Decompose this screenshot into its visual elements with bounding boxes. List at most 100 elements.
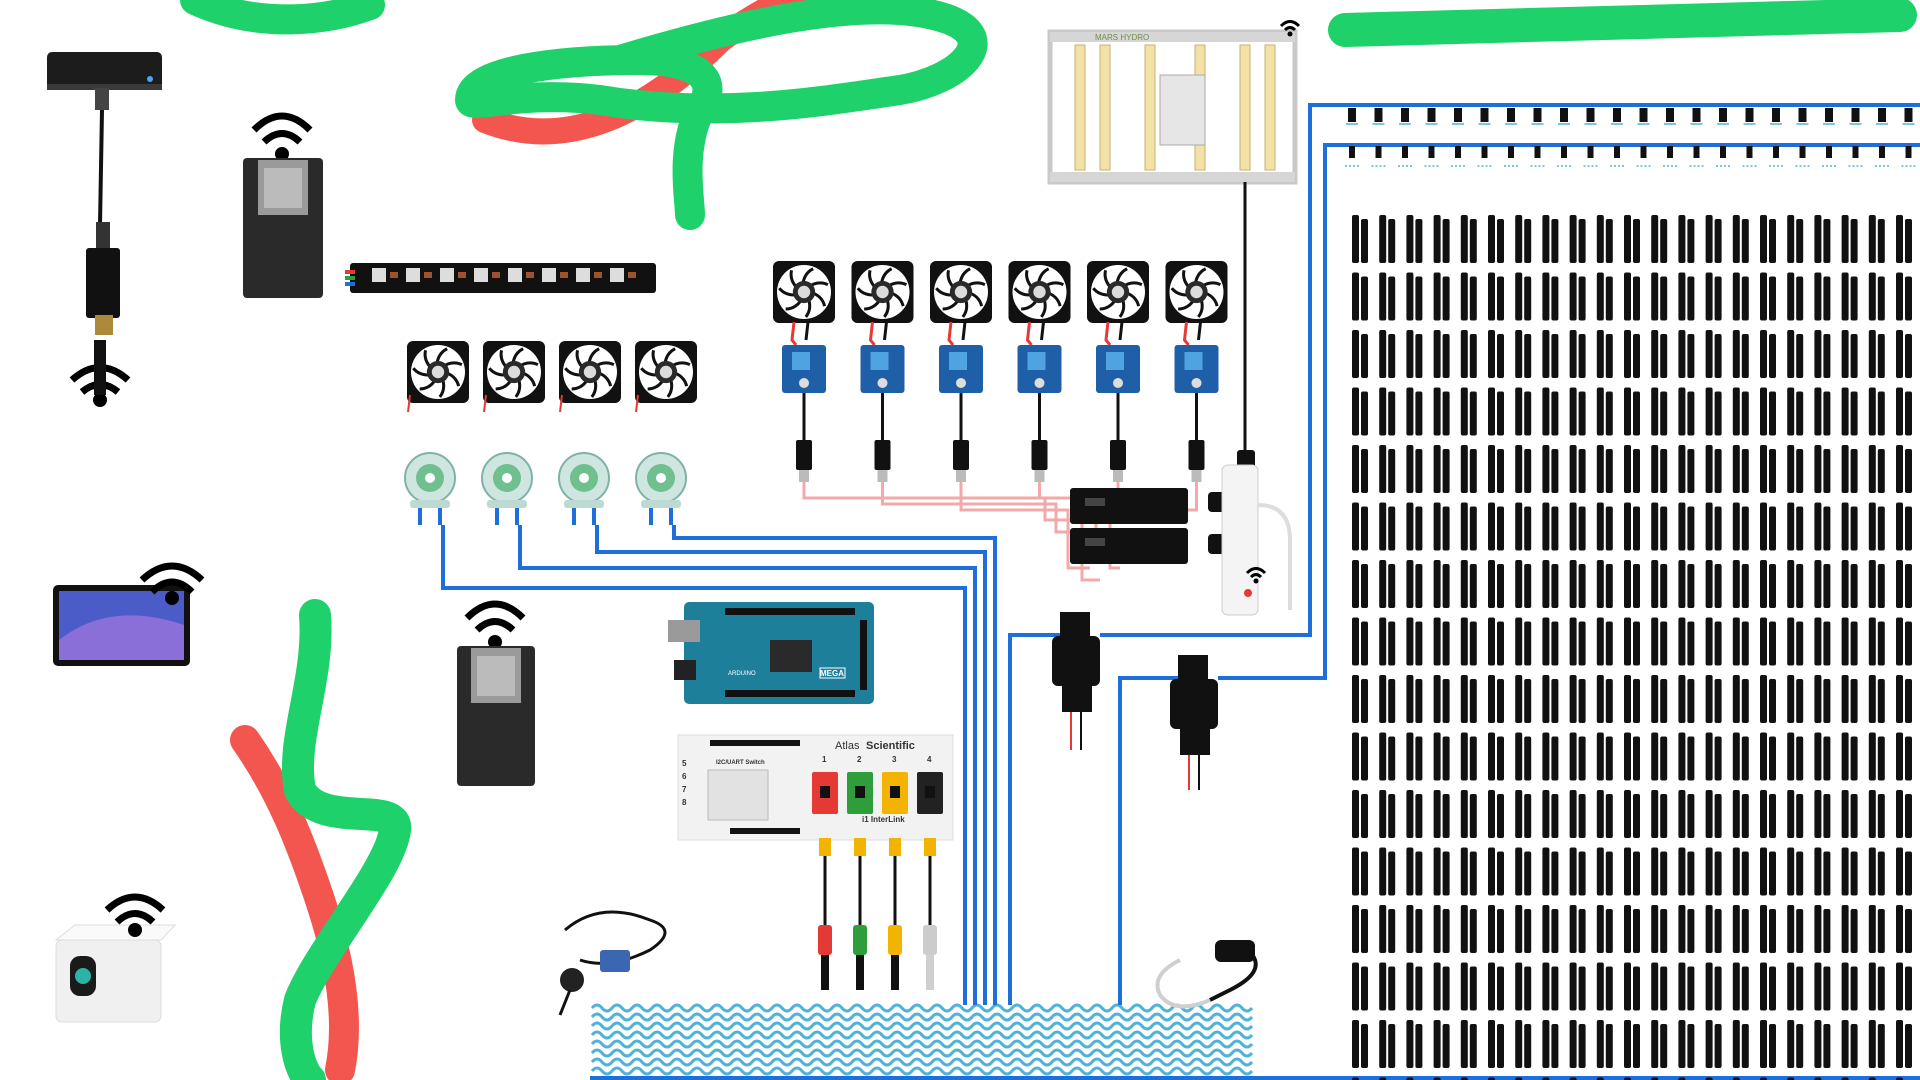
sensor-probe [1542, 962, 1550, 1011]
relay-module-icon[interactable] [860, 321, 905, 482]
pump-icon[interactable] [404, 452, 456, 525]
relay-wire-red [1104, 321, 1112, 346]
grow-light[interactable]: MARS HYDRO [1047, 20, 1301, 471]
sensor-probe [1760, 560, 1767, 608]
fan-icon[interactable] [483, 341, 545, 403]
sensor-probe [1596, 617, 1604, 666]
sensor-probe [1515, 560, 1523, 608]
relay-module-icon[interactable] [1017, 321, 1062, 482]
mini-pc[interactable] [47, 52, 162, 90]
air-pump-icon[interactable] [1155, 940, 1258, 1009]
probe-icon[interactable] [818, 838, 832, 990]
sensor-probe [1823, 621, 1831, 666]
esp32-board-top[interactable] [243, 112, 323, 298]
sensor-probe [1352, 905, 1359, 953]
relay-module-icon[interactable] [1096, 321, 1140, 482]
soil-sensor-icon [1406, 330, 1423, 378]
drip-emitter-icon [1587, 146, 1594, 158]
soil-sensor-icon [1515, 790, 1532, 838]
soil-sensor-icon [1760, 847, 1776, 896]
atlas-interlink-board[interactable]: Atlas Scientific I2C/UART Switch i1 Inte… [677, 734, 954, 841]
sensor-probe [1524, 909, 1532, 953]
sensor-probe [1497, 909, 1504, 953]
tablet[interactable] [53, 562, 205, 666]
sensor-probe [1868, 502, 1876, 551]
fan-icon[interactable] [1087, 261, 1149, 323]
sensor-probe [1542, 732, 1550, 781]
water-pump-1[interactable] [1052, 612, 1100, 750]
sensor-probe [1877, 679, 1885, 723]
sensor-probe [1542, 560, 1550, 608]
smart-plug-icon[interactable] [1221, 464, 1292, 616]
sensor-probe [1442, 851, 1450, 896]
soil-sensor-icon [1569, 560, 1586, 608]
soil-sensor-icon [1678, 675, 1695, 723]
relay-module-icon[interactable] [782, 321, 826, 482]
sensor-probe [1605, 564, 1613, 608]
water-sensor-cable[interactable] [558, 910, 667, 1016]
probe-icon[interactable] [923, 838, 937, 990]
soil-sensor-icon [1460, 732, 1477, 781]
pump-icon[interactable] [558, 452, 610, 525]
probe-icon[interactable] [853, 838, 867, 990]
sensor-probe [1551, 219, 1559, 263]
soil-sensor-icon [1678, 502, 1695, 551]
relay-module-icon[interactable] [939, 321, 983, 482]
fan-icon[interactable] [851, 261, 914, 323]
sensor-probe [1388, 679, 1396, 723]
drip-emitter-icon [1720, 146, 1726, 158]
sensor-probe [1469, 966, 1477, 1011]
sensor-probe [1814, 272, 1822, 321]
water-pipe [1008, 633, 1060, 1005]
fan-icon[interactable] [930, 261, 992, 323]
sensor-probe [1415, 621, 1423, 666]
side-number: 7 [682, 785, 687, 794]
sensor-probe [1497, 449, 1504, 493]
pump-hub [579, 473, 589, 483]
fan-icon[interactable] [635, 341, 697, 403]
sensor-probe [1868, 962, 1876, 1011]
sensor-probe [1633, 506, 1640, 551]
power-supply-icon[interactable] [1070, 488, 1244, 564]
sensor-probe [1660, 909, 1668, 953]
pump-icon[interactable] [635, 452, 687, 525]
led-strip[interactable] [345, 263, 656, 293]
arduino-mega[interactable]: ARDUINO MEGA [668, 602, 874, 704]
sensor-probe [1605, 1024, 1613, 1068]
pump-icon[interactable] [481, 452, 533, 525]
soil-sensor-icon [1460, 962, 1477, 1011]
sensor-probe [1460, 272, 1468, 321]
soil-sensor-icon [1352, 445, 1368, 493]
fan-icon[interactable] [773, 261, 835, 323]
soil-sensor-icon [1705, 905, 1722, 953]
sensor-probe [1896, 617, 1903, 666]
soil-sensor-icon [1542, 272, 1559, 321]
soil-sensor-icon [1814, 1077, 1822, 1080]
wifi-router[interactable] [54, 893, 177, 1023]
soil-sensor-icon [1678, 790, 1695, 838]
soil-sensor-icon [1433, 675, 1450, 723]
fan-icon[interactable] [1008, 261, 1071, 323]
sensor-probe [1868, 732, 1876, 781]
sensor-probe [1868, 847, 1876, 896]
soil-sensor-icon [1460, 272, 1477, 321]
water-pump-2[interactable] [1170, 655, 1218, 790]
relay-module-icon[interactable] [1174, 321, 1219, 482]
sensor-probe [1497, 391, 1504, 436]
sensor-probe [1850, 564, 1858, 608]
fan-icon[interactable] [559, 341, 621, 403]
sensor-probe [1660, 449, 1668, 493]
sensor-probe [1605, 679, 1613, 723]
esp32-board-bottom[interactable] [457, 600, 535, 786]
wave-line [590, 1057, 1254, 1067]
sensor-probe [1388, 851, 1396, 896]
sensor-probe [1714, 909, 1722, 953]
soil-sensor-icon [1814, 675, 1831, 723]
fan-icon[interactable] [1165, 261, 1228, 323]
sensor-probe [1433, 1020, 1441, 1068]
sensor-probe [1361, 449, 1368, 493]
probe-icon[interactable] [888, 838, 902, 990]
fan-icon[interactable] [407, 341, 469, 403]
sensor-probe [1760, 905, 1767, 953]
